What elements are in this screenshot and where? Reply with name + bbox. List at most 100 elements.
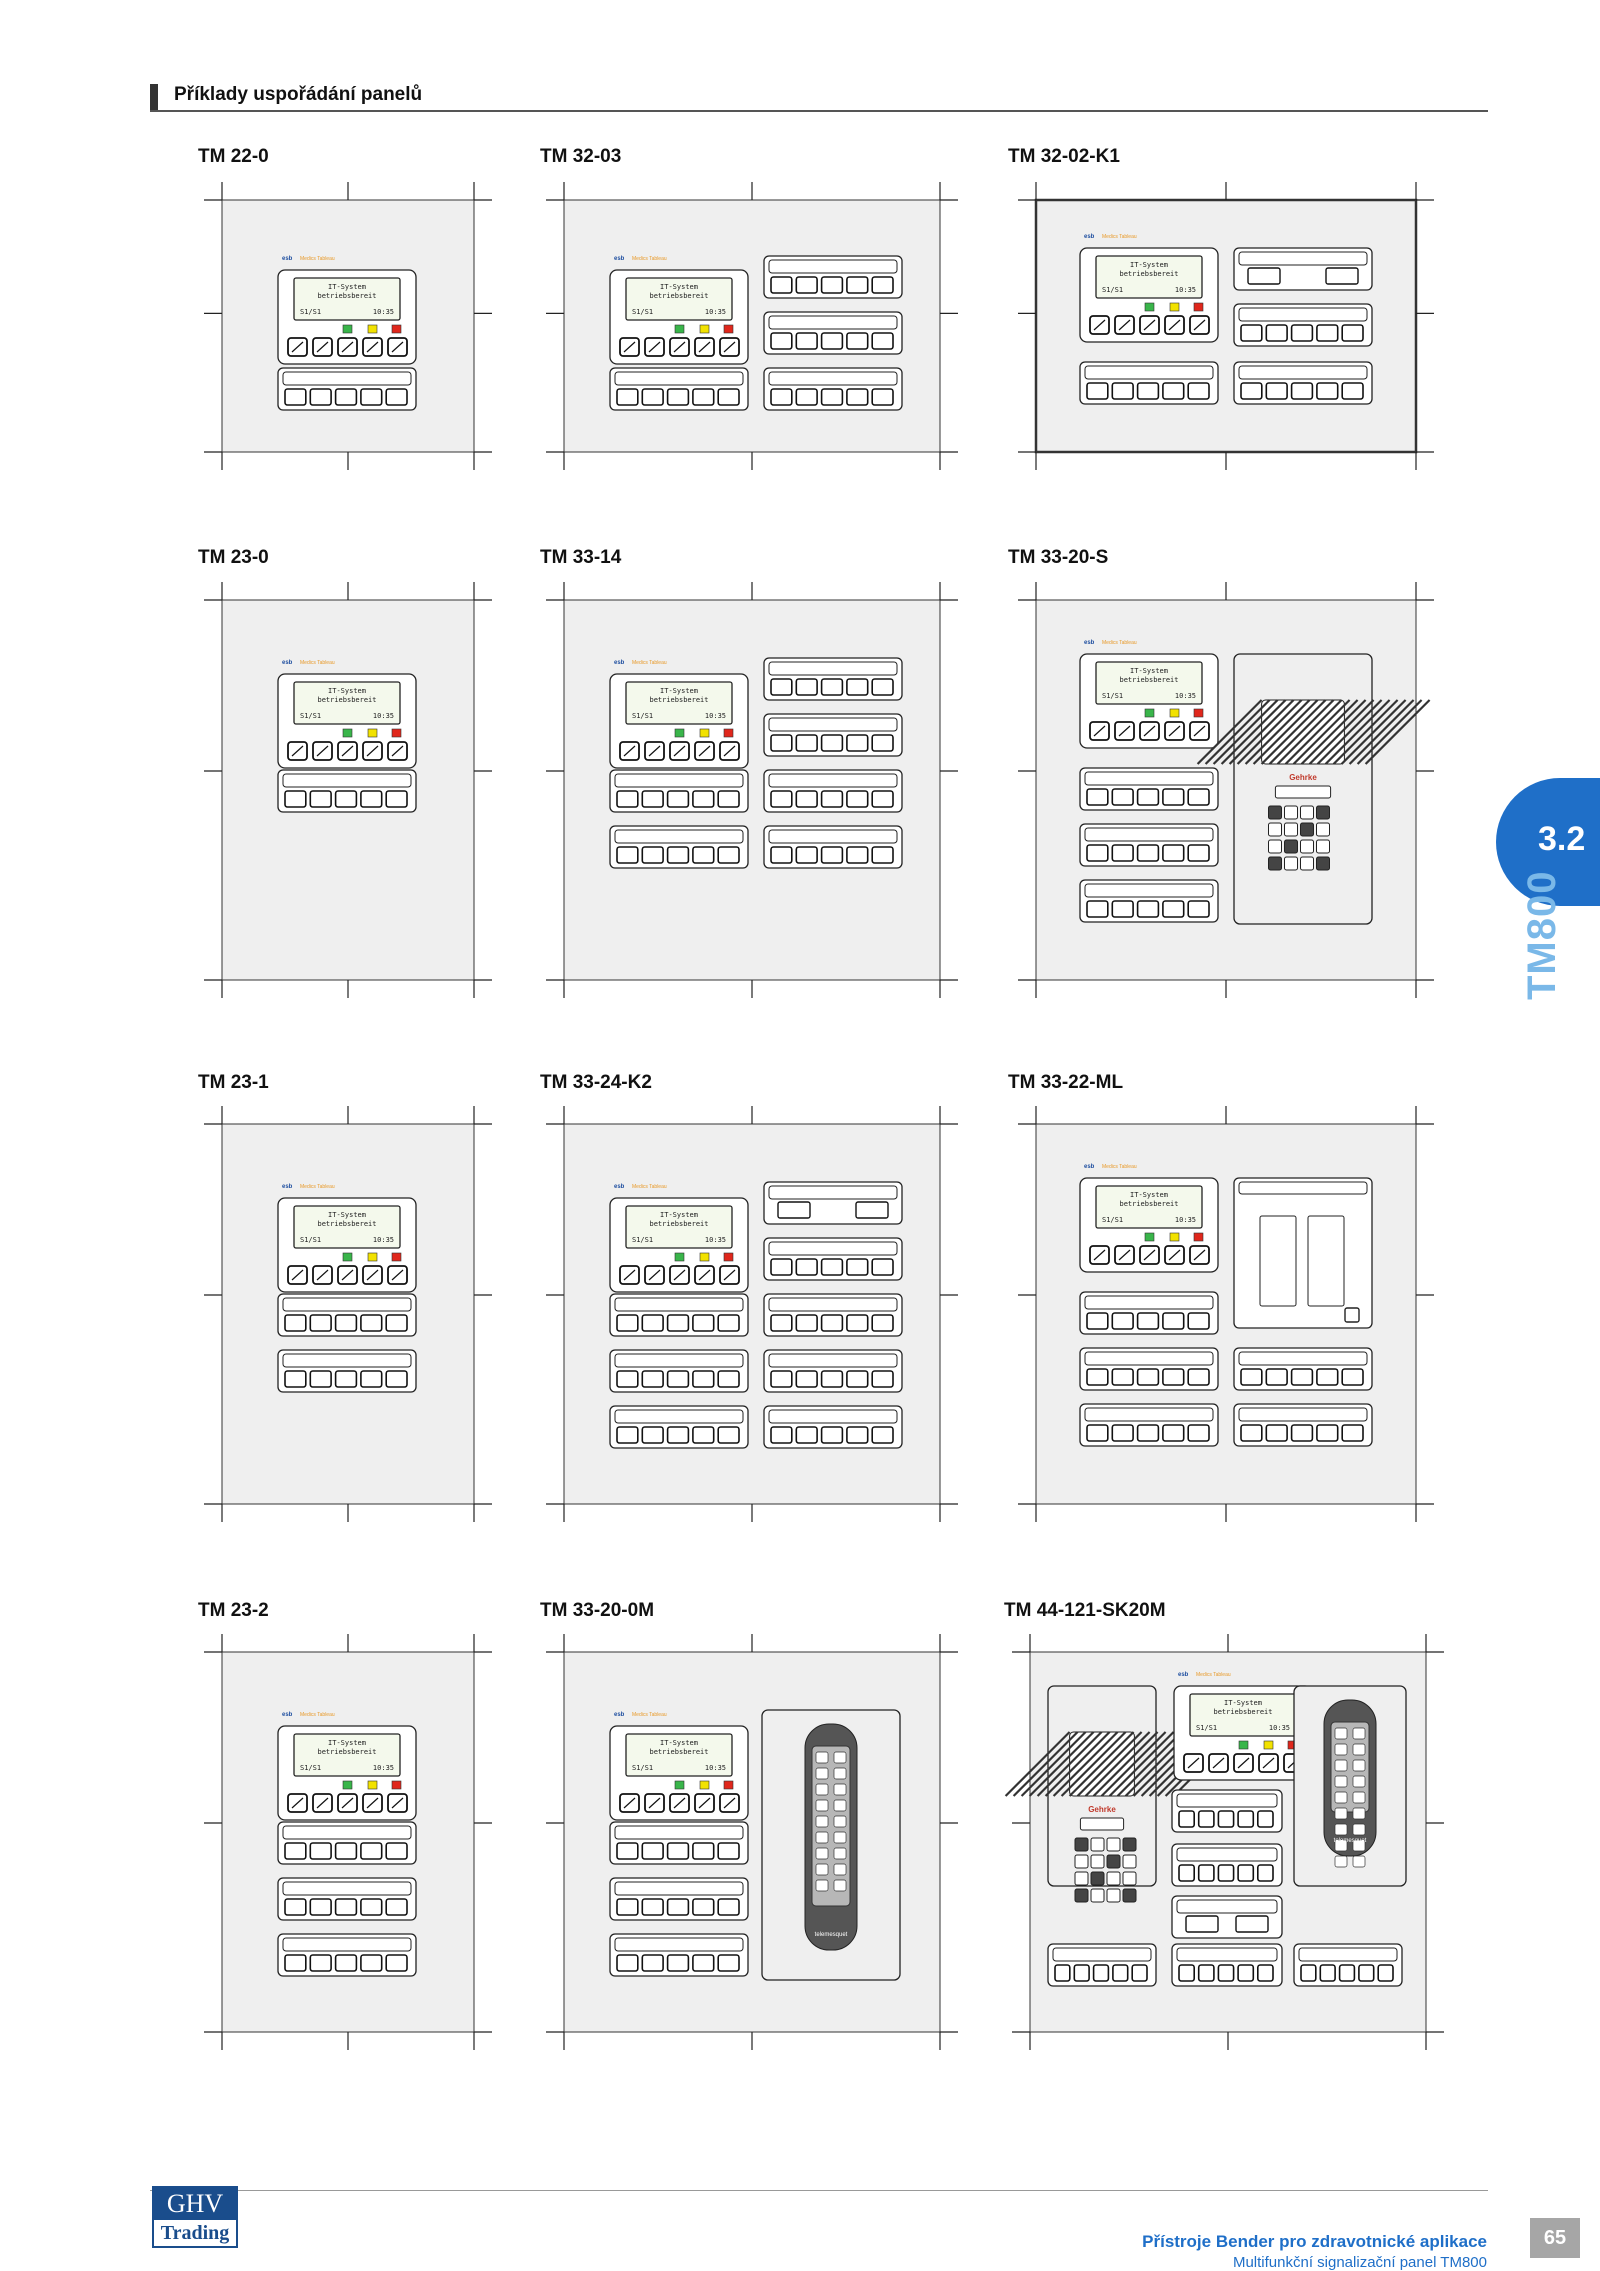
- grille-bar: [1092, 1731, 1159, 1797]
- signal-module: [763, 769, 903, 813]
- status-led: [674, 728, 685, 738]
- module-button: [1300, 1964, 1317, 1982]
- module-button: [820, 790, 844, 808]
- module-button: [871, 678, 894, 696]
- module-button: [666, 1898, 690, 1916]
- key-symbol: [1143, 319, 1156, 331]
- module-button: [616, 1314, 639, 1332]
- brand-logo: esb: [282, 1712, 293, 1718]
- handset-key: [1352, 1839, 1366, 1852]
- logo-text-bottom: Trading: [160, 2222, 230, 2244]
- status-led: [367, 728, 378, 738]
- module-button: [871, 1314, 894, 1332]
- lcd-display: [1095, 255, 1203, 299]
- module-button: [1162, 1424, 1185, 1442]
- key-symbol: [698, 341, 711, 353]
- handset-key: [1334, 1743, 1348, 1756]
- display-clock: 10:35: [705, 1236, 726, 1244]
- module-button: [692, 1842, 715, 1860]
- key-symbol: [391, 341, 404, 353]
- status-led: [674, 1252, 685, 1262]
- module-button: [820, 1314, 844, 1332]
- status-led: [699, 1780, 710, 1790]
- module-button: [846, 276, 869, 294]
- key-symbol: [1262, 1757, 1275, 1769]
- module-button: [334, 1842, 358, 1860]
- indicator-module: [763, 1181, 903, 1225]
- signal-module: [763, 1237, 903, 1281]
- module-button: [1290, 1424, 1314, 1442]
- key-symbol: [673, 1797, 686, 1809]
- module-button: [1341, 1424, 1364, 1442]
- signal-module: [763, 713, 903, 757]
- handset-key: [833, 1847, 847, 1860]
- key-symbol: [673, 745, 686, 757]
- key-symbol: [341, 341, 354, 353]
- display-line-1: IT-System: [328, 1211, 366, 1219]
- label-strip: [1084, 771, 1214, 786]
- key-symbol: [1143, 1249, 1156, 1261]
- module-button: [1187, 900, 1210, 918]
- module-button: [309, 1954, 332, 1972]
- status-led: [723, 1252, 734, 1262]
- module-button: [1111, 844, 1134, 862]
- key-symbol: [648, 1797, 661, 1809]
- panel-label: TM 23-1: [198, 1072, 269, 1093]
- keypad-key: [1074, 1854, 1089, 1869]
- lcd-display: [625, 1733, 733, 1777]
- module-button: [1112, 1964, 1129, 1982]
- handset-key: [1334, 1807, 1348, 1820]
- key-symbol: [1143, 725, 1156, 737]
- module-button: [820, 1258, 844, 1276]
- keypad-key: [1268, 839, 1282, 854]
- module-button: [770, 1426, 793, 1444]
- module-button: [309, 1370, 332, 1388]
- product-name: TM800: [1520, 870, 1564, 1001]
- label-strip: [1176, 1847, 1278, 1862]
- keypad-key: [1090, 1854, 1105, 1869]
- keypad-key: [1074, 1837, 1089, 1852]
- module-button: [846, 1426, 869, 1444]
- module-button: [846, 734, 869, 752]
- module-button: [666, 388, 690, 406]
- module-button: [1086, 382, 1109, 400]
- module-button: [360, 1898, 383, 1916]
- key-symbol: [391, 1269, 404, 1281]
- grille-bar: [1020, 1731, 1087, 1797]
- module-button: [770, 734, 793, 752]
- key-symbol: [366, 1797, 379, 1809]
- module-button: [1265, 324, 1288, 342]
- signal-module: [609, 1877, 749, 1921]
- display-line-1: IT-System: [1130, 1191, 1168, 1199]
- module-button: [1237, 1964, 1255, 1982]
- key-symbol: [1093, 725, 1106, 737]
- keypad-key: [1300, 822, 1314, 837]
- lcd-display: [293, 1205, 401, 1249]
- status-led: [1193, 302, 1204, 312]
- key-symbol: [648, 745, 661, 757]
- display-line-2: betriebsbereit: [649, 1220, 708, 1228]
- module-button: [1178, 1964, 1195, 1982]
- grille-bar: [1324, 699, 1391, 765]
- grille-bar: [1028, 1731, 1095, 1797]
- brand-logo: esb: [282, 256, 293, 262]
- panel-label: TM 33-20-0M: [540, 1600, 655, 1621]
- module-button: [616, 790, 639, 808]
- module-button: [641, 846, 664, 864]
- module-button: [1290, 382, 1314, 400]
- display-clock: 10:35: [373, 1236, 394, 1244]
- module-button: [334, 790, 358, 808]
- status-led: [1169, 708, 1180, 718]
- key-symbol: [1168, 319, 1181, 331]
- keypad-key: [1300, 839, 1314, 854]
- intercom-label: [1274, 785, 1332, 799]
- handset-key: [1352, 1743, 1366, 1756]
- lcd-display: [625, 1205, 733, 1249]
- label-strip: [768, 1353, 898, 1368]
- label-strip: [1084, 883, 1214, 898]
- module-button: [1111, 1424, 1134, 1442]
- module-button: [795, 678, 818, 696]
- module-button: [795, 790, 818, 808]
- module-button: [717, 1426, 740, 1444]
